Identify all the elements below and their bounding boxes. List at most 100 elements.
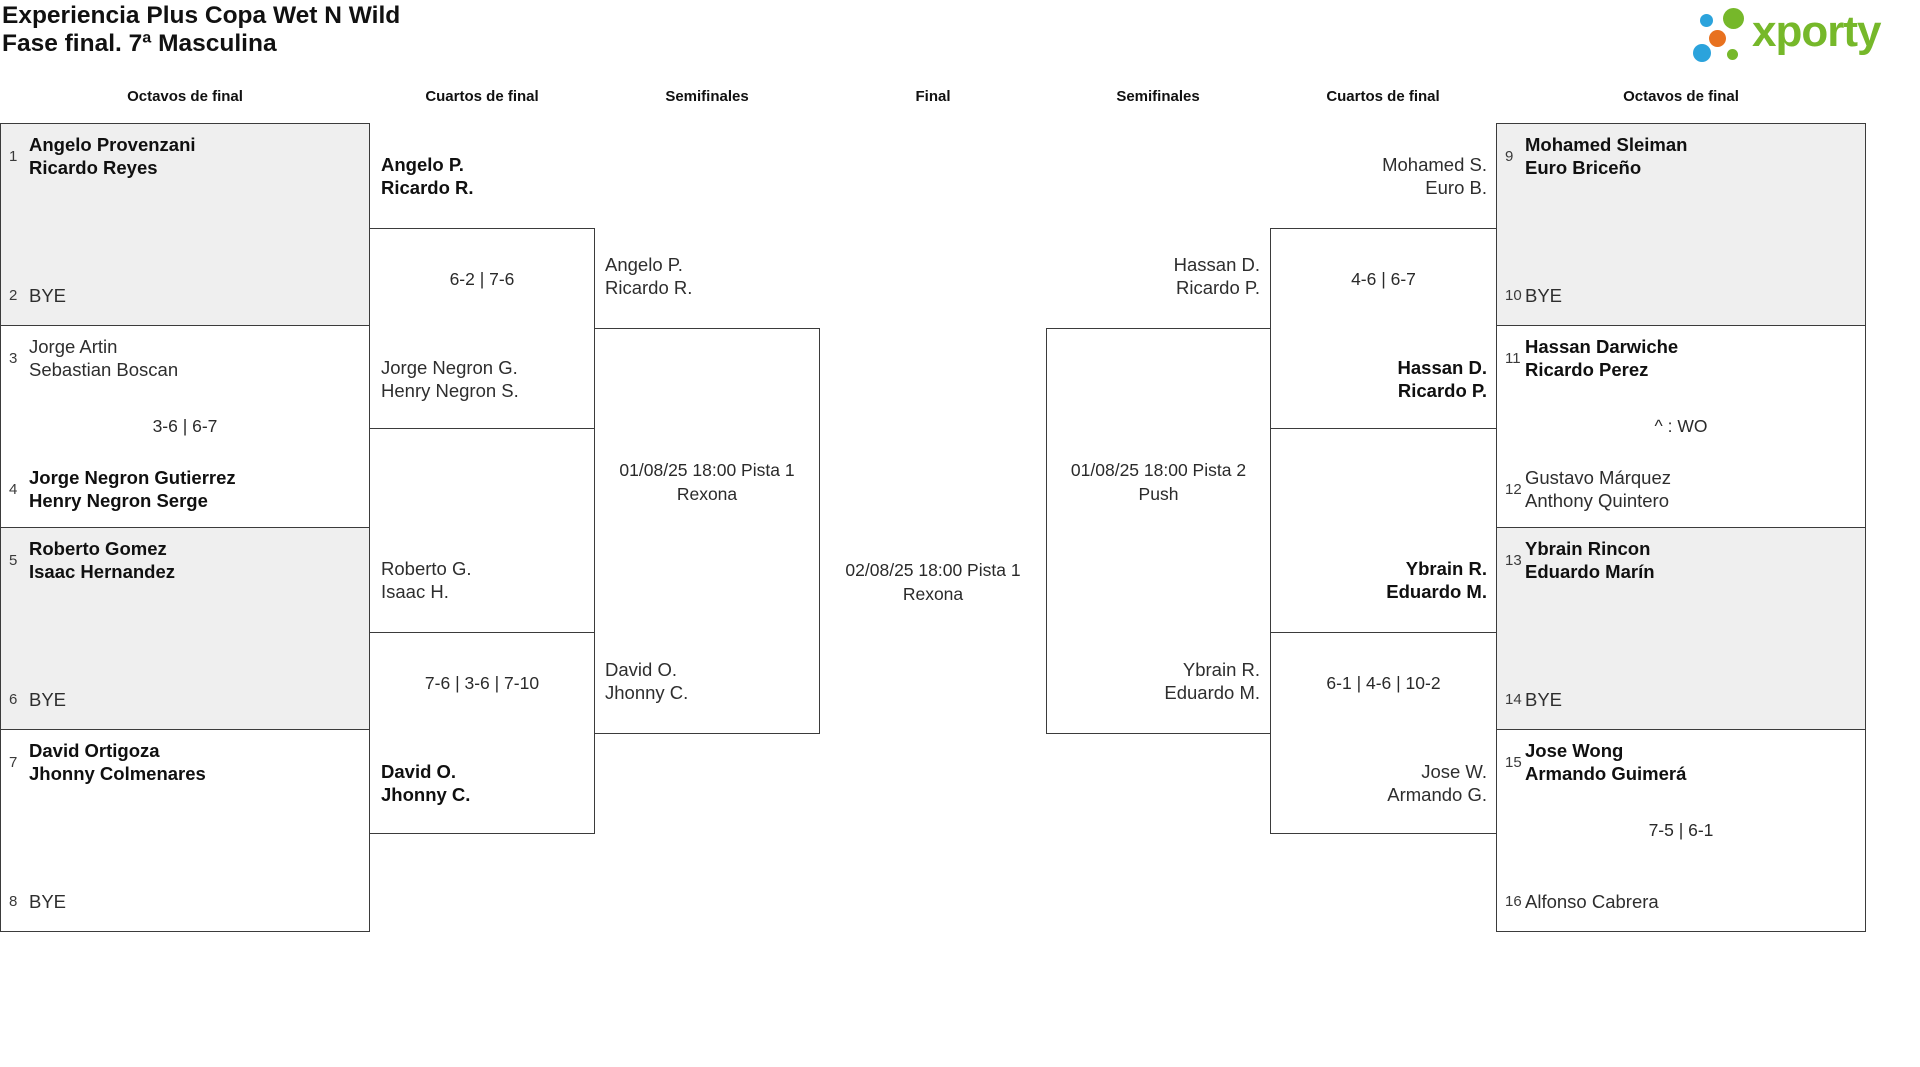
- team-entry: 12 Gustavo Márquez Anthony Quintero: [1505, 466, 1857, 512]
- player-name: Jhonny C.: [605, 682, 689, 703]
- team-entry: 8 BYE: [9, 890, 361, 913]
- player-name: Armando Guimerá: [1525, 763, 1687, 784]
- player-name: Jose Wong: [1525, 740, 1624, 761]
- seed-number: 16: [1505, 893, 1522, 910]
- player-name: Ybrain R.: [1182, 659, 1260, 680]
- match-box-cuartos-right-1: [1270, 228, 1497, 429]
- team-entry: 3 Jorge Artin Sebastian Boscan: [9, 335, 361, 381]
- player-name: Hassan Darwiche: [1525, 336, 1679, 357]
- match-schedule: 01/08/25 18:00 Pista 2 Push: [1046, 458, 1271, 506]
- team-names: Angelo P. Ricardo R.: [381, 153, 474, 199]
- schedule-datetime: 01/08/25 18:00 Pista 1: [619, 460, 795, 480]
- seed-number: 7: [9, 753, 18, 771]
- team-names: Gustavo Márquez Anthony Quintero: [1525, 466, 1671, 512]
- player-name: David O.: [381, 761, 457, 782]
- player-name: Euro Briceño: [1525, 157, 1642, 178]
- match-score: 7-6 | 3-6 | 7-10: [424, 673, 540, 693]
- seed-number: 10: [1505, 287, 1522, 304]
- player-name: Angelo P.: [381, 154, 464, 175]
- player-name: Roberto G.: [381, 558, 472, 579]
- logo-dot-icon: [1700, 14, 1713, 27]
- player-name: Roberto Gomez: [29, 538, 167, 559]
- seed-number: 5: [9, 551, 18, 569]
- player-name: Euro B.: [1425, 177, 1487, 198]
- player-name: Angelo Provenzani: [29, 134, 196, 155]
- player-name: Ricardo Reyes: [29, 157, 158, 178]
- player-name: Angelo P.: [605, 254, 683, 275]
- team-names: Ybrain R. Eduardo M.: [1046, 658, 1260, 704]
- logo-wordmark: xporty: [1752, 7, 1881, 56]
- match-box-octavos-4: 7 David Ortigoza Jhonny Colmenares 8 BYE: [0, 729, 370, 932]
- team-names: Jose Wong Armando Guimerá: [1525, 739, 1686, 785]
- player-name: Jorge Negron Gutierrez: [29, 467, 236, 488]
- logo-dot-icon: [1693, 44, 1711, 62]
- team-names: Ybrain R. Eduardo M.: [1270, 557, 1487, 603]
- logo-dot-icon: [1709, 30, 1726, 47]
- tournament-title-line1: Experiencia Plus Copa Wet N Wild: [2, 2, 401, 29]
- player-name: Armando G.: [1387, 784, 1487, 805]
- player-name: Hassan D.: [1397, 357, 1487, 378]
- player-name: Ricardo Perez: [1525, 359, 1649, 380]
- player-name: Jose W.: [1421, 761, 1487, 782]
- team-names: Jorge Negron Gutierrez Henry Negron Serg…: [29, 466, 236, 512]
- match-score: 3-6 | 6-7: [152, 416, 218, 436]
- team-names: Alfonso Cabrera: [1525, 891, 1659, 912]
- match-score: 7-5 | 6-1: [1648, 820, 1714, 840]
- schedule-datetime: 01/08/25 18:00 Pista 2: [1070, 460, 1247, 480]
- team-names: Hassan D. Ricardo P.: [1270, 356, 1487, 402]
- team-names: BYE: [29, 689, 67, 710]
- player-name: Jhonny Colmenares: [29, 763, 206, 784]
- match-box-semifinal-right: [1046, 328, 1271, 734]
- seed-number: 14: [1505, 691, 1522, 708]
- match-box-semifinal-left: [594, 328, 820, 734]
- player-name: Isaac Hernandez: [29, 561, 176, 582]
- team-names: David O. Jhonny C.: [605, 658, 688, 704]
- seed-number: 12: [1505, 480, 1522, 498]
- match-box-octavos-2: 3 Jorge Artin Sebastian Boscan 3-6 | 6-7…: [0, 325, 370, 528]
- match-schedule: 01/08/25 18:00 Pista 1 Rexona: [594, 458, 820, 506]
- team-entry: 7 David Ortigoza Jhonny Colmenares: [9, 739, 361, 785]
- round-header-semis-left: Semifinales: [665, 88, 749, 105]
- round-header-cuartos-right: Cuartos de final: [1326, 88, 1440, 105]
- match-box-octavos-3: 5 Roberto Gomez Isaac Hernandez 6 BYE: [0, 527, 370, 730]
- team-names: BYE: [1525, 689, 1563, 710]
- player-name: Jorge Artin: [29, 336, 118, 357]
- team-names: Jorge Artin Sebastian Boscan: [29, 335, 178, 381]
- player-name: Mohamed Sleiman: [1525, 134, 1688, 155]
- team-entry: 11 Hassan Darwiche Ricardo Perez: [1505, 335, 1857, 381]
- seed-number: 9: [1505, 147, 1514, 165]
- team-names: Ybrain Rincon Eduardo Marín: [1525, 537, 1655, 583]
- team-entry: 2 BYE: [9, 284, 361, 307]
- round-header-final: Final: [915, 88, 951, 105]
- match-box-octavos-5: 9 Mohamed Sleiman Euro Briceño 10 BYE: [1496, 123, 1866, 326]
- team-entry: 4 Jorge Negron Gutierrez Henry Negron Se…: [9, 466, 361, 512]
- match-box-octavos-6: 11 Hassan Darwiche Ricardo Perez ^ : WO …: [1496, 325, 1866, 528]
- player-name: Anthony Quintero: [1525, 490, 1669, 511]
- player-name: Henry Negron S.: [381, 380, 519, 401]
- round-header-octavos-right: Octavos de final: [1623, 88, 1739, 105]
- final-schedule: 02/08/25 18:00 Pista 1 Rexona: [820, 558, 1046, 606]
- player-name: David Ortigoza: [29, 740, 160, 761]
- logo-dot-icon: [1723, 8, 1744, 29]
- schedule-court: Rexona: [902, 584, 964, 604]
- match-box-octavos-8: 15 Jose Wong Armando Guimerá 7-5 | 6-1 1…: [1496, 729, 1866, 932]
- team-names: Jose W. Armando G.: [1270, 760, 1487, 806]
- team-entry: 1 Angelo Provenzani Ricardo Reyes: [9, 133, 361, 179]
- seed-number: 4: [9, 480, 18, 498]
- round-header-cuartos-left: Cuartos de final: [425, 88, 539, 105]
- player-name: Mohamed S.: [1382, 154, 1487, 175]
- team-names: Angelo Provenzani Ricardo Reyes: [29, 133, 196, 179]
- player-name: Ricardo R.: [381, 177, 474, 198]
- player-name: David O.: [605, 659, 677, 680]
- player-name: Jhonny C.: [381, 784, 471, 805]
- player-name: Hassan D.: [1173, 254, 1260, 275]
- team-entry: 10 BYE: [1505, 284, 1857, 307]
- tournament-title: Experiencia Plus Copa Wet N Wild Fase fi…: [2, 2, 400, 58]
- schedule-court: Rexona: [676, 484, 738, 504]
- team-entry: 13 Ybrain Rincon Eduardo Marín: [1505, 537, 1857, 583]
- team-entry: 9 Mohamed Sleiman Euro Briceño: [1505, 133, 1857, 179]
- player-name: Sebastian Boscan: [29, 359, 179, 380]
- tournament-title-line2: Fase final. 7ª Masculina: [2, 30, 277, 57]
- player-name: Henry Negron Serge: [29, 490, 208, 511]
- seed-number: 2: [9, 287, 18, 304]
